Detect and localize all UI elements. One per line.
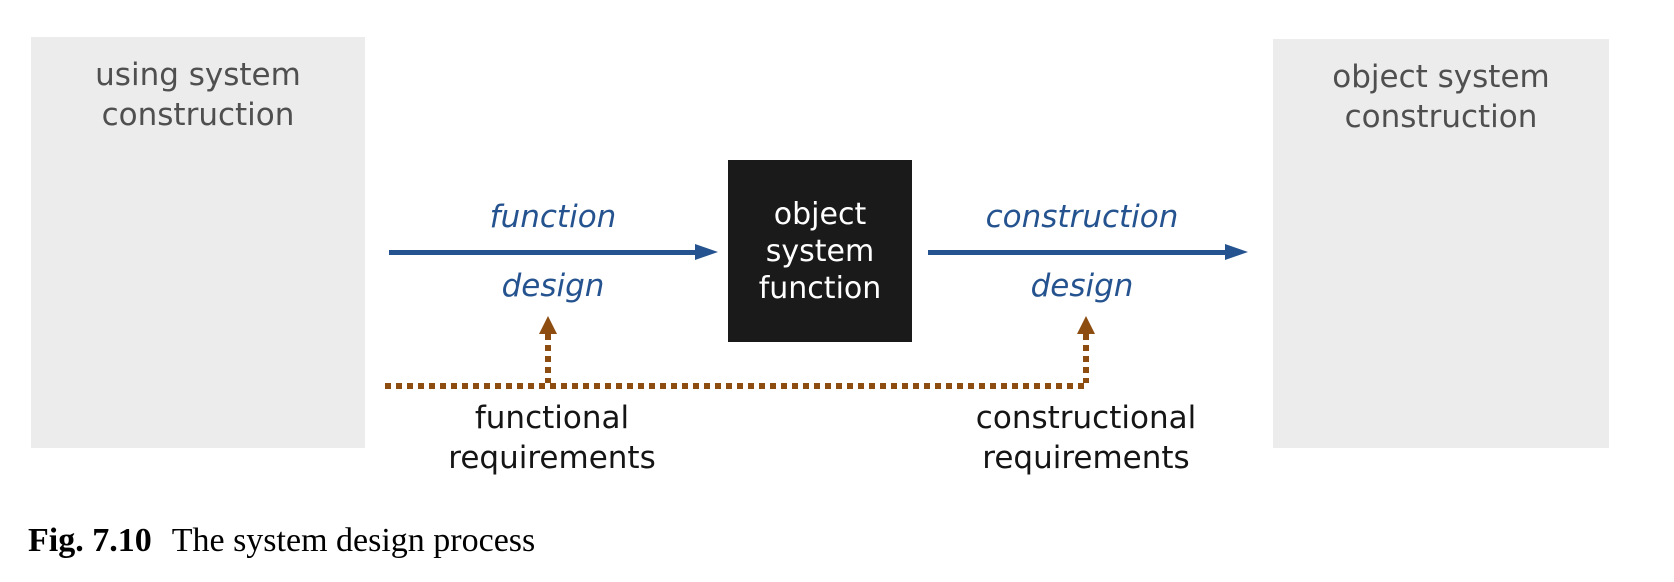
- constructional-requirements-line1: constructional: [975, 400, 1197, 436]
- using-system-construction-line1: using system: [95, 57, 301, 93]
- using-system-construction-box: using system construction: [31, 37, 365, 448]
- functional-requirements-up-arrowhead-icon: [539, 316, 557, 334]
- object-system-function-line2: system: [765, 233, 875, 269]
- object-system-function-box: object system function: [728, 160, 912, 342]
- object-system-function-line1: object: [773, 196, 867, 232]
- object-system-construction-line2: construction: [1344, 99, 1538, 135]
- constructional-requirements-label: constructional requirements: [976, 398, 1196, 478]
- object-system-function-line3: function: [758, 270, 882, 306]
- figure-caption-number: Fig. 7.10: [28, 522, 152, 559]
- figure-caption: Fig. 7.10 The system design process: [28, 522, 535, 560]
- constructional-requirements-dotted-stub: [1083, 334, 1089, 383]
- construction-design-arrow-line: [928, 250, 1227, 255]
- object-system-construction-box: object system construction: [1273, 39, 1609, 448]
- using-system-construction-line2: construction: [101, 97, 295, 133]
- functional-requirements-label: functional requirements: [448, 398, 655, 478]
- design-label-left: design: [501, 268, 605, 304]
- function-label: function: [489, 199, 617, 235]
- construction-design-arrowhead-icon: [1225, 244, 1248, 260]
- construction-label: construction: [985, 199, 1179, 235]
- constructional-requirements-line2: requirements: [982, 440, 1190, 476]
- figure-caption-text: The system design process: [171, 522, 536, 559]
- object-system-construction-line1: object system: [1332, 59, 1550, 95]
- function-design-arrowhead-icon: [695, 244, 718, 260]
- requirements-dotted-line: [385, 383, 1089, 389]
- constructional-requirements-up-arrowhead-icon: [1077, 316, 1095, 334]
- functional-requirements-dotted-stub: [545, 334, 551, 383]
- function-design-arrow-line: [389, 250, 697, 255]
- design-label-right: design: [1030, 268, 1134, 304]
- functional-requirements-line1: functional: [474, 400, 630, 436]
- functional-requirements-line2: requirements: [448, 440, 656, 476]
